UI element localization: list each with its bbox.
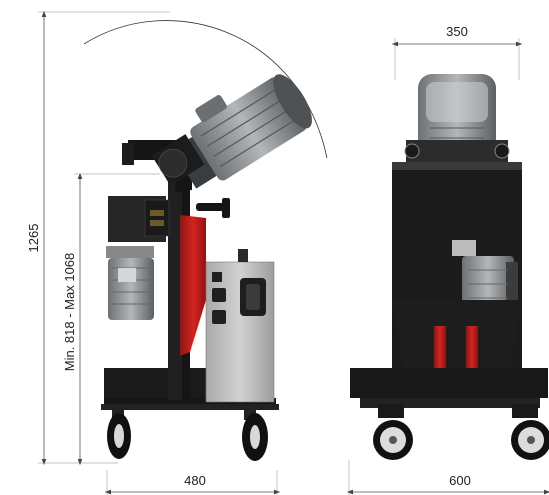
front-view-machine — [350, 74, 549, 460]
dimension-front-width: 600 — [346, 460, 549, 495]
side-handle[interactable] — [196, 203, 226, 211]
side-cutting-head — [151, 134, 205, 186]
side-red-column — [180, 215, 206, 356]
dimension-front-top-width: 350 — [391, 24, 523, 80]
total-height-label: 1265 — [26, 224, 41, 253]
front-base-frame — [350, 368, 548, 398]
side-base-frame — [104, 368, 208, 398]
caster-wheel-icon — [511, 404, 549, 460]
side-view-machine — [101, 74, 312, 461]
caster-wheel-icon — [107, 410, 131, 459]
front-top-width-label: 350 — [446, 24, 468, 39]
front-red-column-right — [466, 326, 478, 370]
side-feed-motor — [106, 246, 154, 320]
side-control-panel — [205, 249, 275, 403]
swing-arc — [83, 20, 328, 159]
dimension-side-width: 480 — [104, 470, 281, 495]
height-range-label: Min. 818 - Max 1068 — [62, 253, 77, 372]
caster-wheel-icon — [242, 410, 268, 461]
panel-button[interactable] — [212, 310, 226, 324]
dimension-height-range: Min. 818 - Max 1068 — [62, 172, 160, 466]
caster-wheel-icon — [373, 404, 413, 460]
panel-switch[interactable] — [212, 288, 226, 302]
side-width-label: 480 — [184, 473, 206, 488]
front-red-column-left — [434, 326, 446, 370]
front-width-label: 600 — [449, 473, 471, 488]
dimension-total-height: 1265 — [26, 10, 170, 466]
